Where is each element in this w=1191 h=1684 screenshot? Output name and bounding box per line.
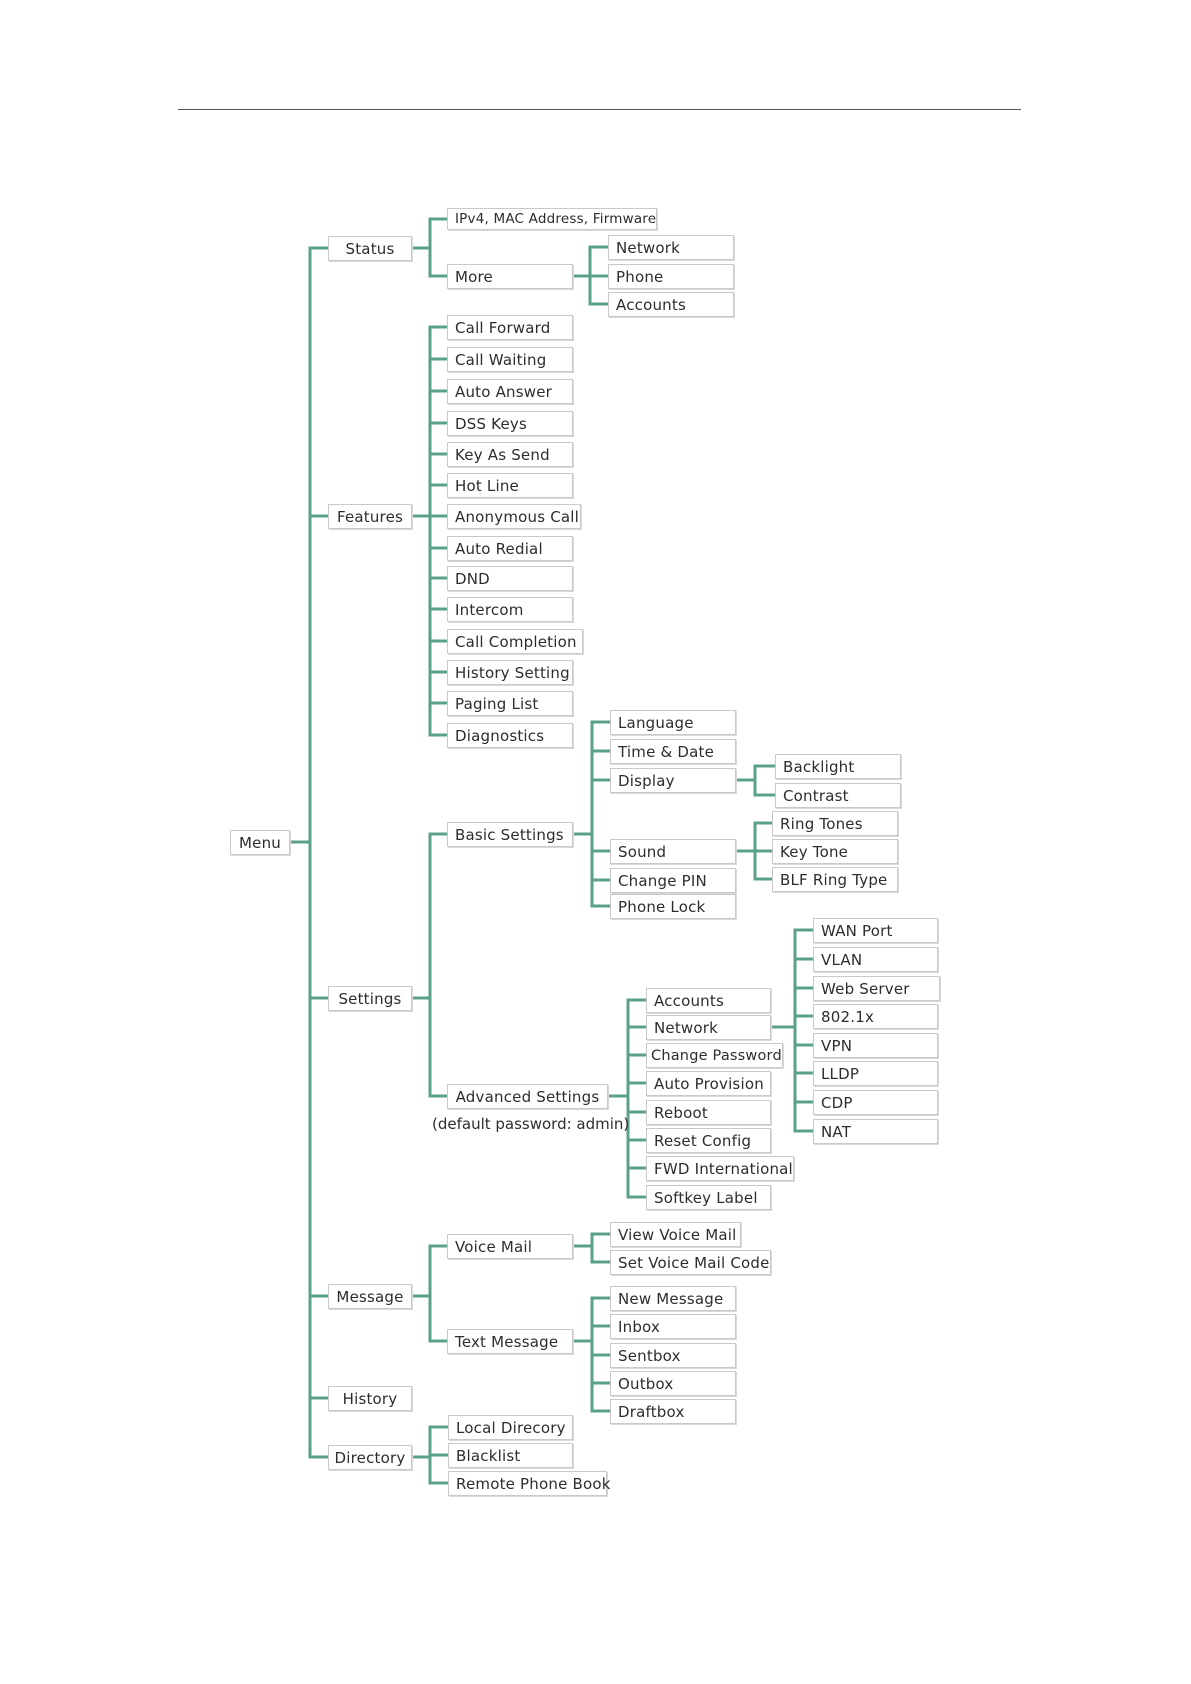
basic-item: Sound xyxy=(610,839,736,864)
feature-item: Diagnostics xyxy=(447,723,573,748)
text-message-item: New Message xyxy=(610,1286,736,1311)
basic-item: Time & Date xyxy=(610,739,736,764)
feature-item: Auto Answer xyxy=(447,379,573,404)
network-item: VLAN xyxy=(813,947,938,972)
status-ipv4-node: IPv4, MAC Address, Firmware xyxy=(447,208,657,230)
advanced-item: Reset Config xyxy=(646,1128,771,1153)
advanced-item: Reboot xyxy=(646,1100,771,1125)
directory-item: Local Direcory xyxy=(448,1415,573,1440)
sound-item: BLF Ring Type xyxy=(772,867,898,892)
basic-item: Language xyxy=(610,710,736,735)
menu-root: Menu xyxy=(230,830,290,855)
status-node: Status xyxy=(328,236,412,261)
advanced-item: Change Password xyxy=(646,1043,783,1068)
more-accounts-node: Accounts xyxy=(608,292,734,317)
feature-item: DSS Keys xyxy=(447,411,573,436)
feature-item: Call Forward xyxy=(447,315,573,340)
feature-item: Paging List xyxy=(447,691,573,716)
feature-item: Call Completion xyxy=(447,629,583,654)
text-message-node: Text Message xyxy=(447,1329,573,1354)
feature-item: Intercom xyxy=(447,597,573,622)
history-node: History xyxy=(328,1386,412,1411)
display-item: Contrast xyxy=(775,783,901,808)
display-item: Backlight xyxy=(775,754,901,779)
more-network-node: Network xyxy=(608,235,734,260)
text-message-item: Sentbox xyxy=(610,1343,736,1368)
advanced-item: Network xyxy=(646,1015,771,1040)
advanced-item: FWD International xyxy=(646,1156,794,1181)
text-message-item: Outbox xyxy=(610,1371,736,1396)
advanced-item: Softkey Label xyxy=(646,1185,771,1210)
header-rule xyxy=(178,109,1021,110)
feature-item: History Setting xyxy=(447,660,573,685)
basic-item: Change PIN xyxy=(610,868,736,893)
network-item: VPN xyxy=(813,1033,938,1058)
directory-item: Remote Phone Book xyxy=(448,1471,610,1496)
text-message-item: Draftbox xyxy=(610,1399,736,1424)
network-item: WAN Port xyxy=(813,918,938,943)
network-item: LLDP xyxy=(813,1061,938,1086)
feature-item: Call Waiting xyxy=(447,347,573,372)
basic-item: Display xyxy=(610,768,736,793)
feature-item: Key As Send xyxy=(447,442,573,467)
network-item: Web Server xyxy=(813,976,940,1001)
sound-item: Ring Tones xyxy=(772,811,898,836)
more-phone-node: Phone xyxy=(608,264,734,289)
features-node: Features xyxy=(328,504,412,529)
feature-item: DND xyxy=(447,566,573,591)
feature-item: Auto Redial xyxy=(447,536,573,561)
directory-node: Directory xyxy=(328,1445,412,1470)
network-item: NAT xyxy=(813,1119,938,1144)
feature-item: Anonymous Call xyxy=(447,504,581,529)
network-item: CDP xyxy=(813,1090,938,1115)
message-node: Message xyxy=(328,1284,412,1309)
voice-mail-item: Set Voice Mail Code xyxy=(610,1250,771,1275)
advanced-item: Auto Provision xyxy=(646,1071,771,1096)
settings-node: Settings xyxy=(328,986,412,1011)
sound-item: Key Tone xyxy=(772,839,898,864)
advanced-settings-node: Advanced Settings xyxy=(447,1084,608,1109)
directory-item: Blacklist xyxy=(448,1443,573,1468)
network-item: 802.1x xyxy=(813,1004,938,1029)
basic-settings-node: Basic Settings xyxy=(447,822,573,847)
feature-item: Hot Line xyxy=(447,473,573,498)
advanced-item: Accounts xyxy=(646,988,771,1013)
status-more-node: More xyxy=(447,264,573,289)
basic-item: Phone Lock xyxy=(610,894,736,919)
voice-mail-item: View Voice Mail xyxy=(610,1222,741,1247)
voice-mail-node: Voice Mail xyxy=(447,1234,573,1259)
advanced-settings-note: (default password: admin) xyxy=(432,1115,630,1133)
text-message-item: Inbox xyxy=(610,1314,736,1339)
